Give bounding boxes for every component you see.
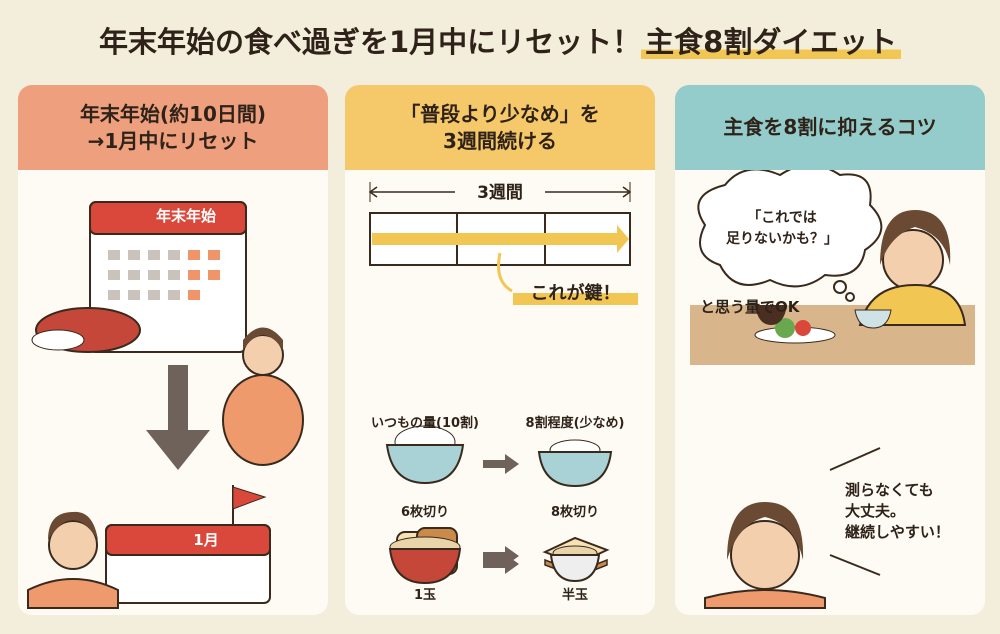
panel3-heading: 主食を8割に抑えるコツ (675, 85, 985, 170)
thought-text: 「これでは足りないかも？」 (697, 208, 867, 250)
panel1-heading: 年末年始(約10日間)→1月中にリセット (18, 85, 328, 170)
title-main: 年末年始の食べ過ぎを1月中にリセット！ (98, 25, 642, 59)
key-label: これが鍵！ (530, 283, 621, 304)
thumbs-up-woman-icon (48, 520, 98, 570)
comparison-before-label: 6枚切り (400, 505, 450, 520)
comparison-before-label: いつもの量(10割) (371, 416, 479, 431)
calendar2-label: 1月 (193, 531, 219, 549)
page-title: 年末年始の食べ過ぎを1月中にリセット！主食8割ダイエット (0, 22, 1000, 62)
thought-line: 足りないかも？」 (726, 231, 838, 247)
heading-line: 主食を8割に抑えるコツ (723, 115, 937, 139)
calendar1-label: 年末年始 (155, 207, 216, 225)
heading-line: →1月中にリセット (87, 128, 259, 153)
arrow-down-icon (146, 365, 210, 470)
noodle-bowl-half-icon (549, 545, 601, 583)
heading-line: 年末年始(約10日間) (79, 101, 267, 126)
rice-bowl-full-icon (385, 425, 465, 485)
timeline-illustration (368, 182, 638, 578)
salad-plate-icon (754, 326, 836, 344)
speech-text: 測らなくても大丈夫。継続しやすい！ (845, 480, 950, 543)
comparison-after-label: 8枚切り (550, 505, 600, 520)
rice-bowl-icon (854, 309, 892, 329)
panel-tips: 主食を8割に抑えるコツ 「これでは足りないかも？」 と思う量でOK 測らなくても… (675, 85, 985, 615)
comparison-after-label: 8割程度(少なめ) (525, 416, 625, 431)
comparison-after-label: 半玉 (561, 588, 588, 603)
thought-line: 「これでは (747, 210, 817, 226)
arrow-right-icon (483, 554, 519, 574)
noodle-illustration (388, 536, 601, 585)
heading-line: 3週間続ける (443, 128, 557, 153)
duration-label: 3週間 (477, 183, 523, 203)
noodle-bowl-full-icon (388, 536, 462, 585)
calendar-illustration (27, 201, 304, 609)
speech-line: 測らなくても (845, 481, 934, 499)
miso-soup-icon (755, 305, 787, 325)
speech-line: 大丈夫。 (845, 502, 906, 520)
comparison-before-label: 1玉 (413, 588, 437, 603)
progress-arrow-icon (372, 225, 629, 253)
panel-reset-period: 年末年始(約10日間)→1月中にリセット 年末年始 1月 (18, 85, 328, 615)
speech-line: 継続しやすい！ (845, 523, 950, 541)
title-highlight: 主食8割ダイエット (641, 25, 902, 59)
heading-line: 「普段より少なめ」を (400, 101, 600, 126)
tips-illustration (690, 170, 975, 609)
arrow-right-icon (483, 454, 519, 474)
caption: と思う量でOK (700, 298, 800, 316)
thought-bubble (697, 170, 883, 288)
rice-bowl-small-icon (537, 439, 613, 488)
